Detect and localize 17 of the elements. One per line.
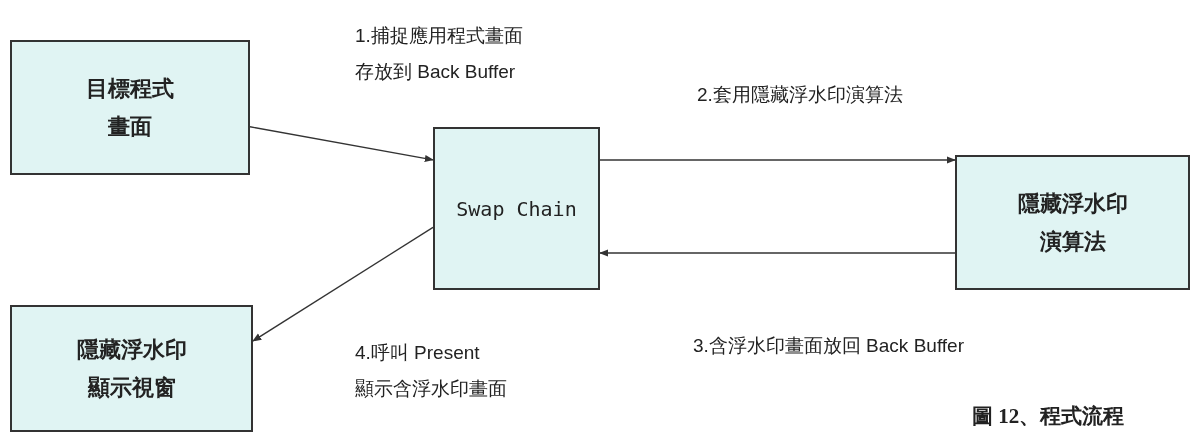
arrow [599,249,956,257]
caption: 圖 12、程式流程 [972,403,1125,430]
arrow [599,156,956,164]
edge-label: 2.套用隱藏浮水印演算法 [697,83,904,107]
edge-label: 1.捕捉應用程式畫面存放到 Back Buffer [355,24,524,85]
node-label: 目標程式畫面 [85,75,175,141]
edge-label: 3.含浮水印畫面放回 Back Buffer [693,334,965,358]
edge-label: 4.呼叫 Present 顯示含浮水印畫面 [355,341,508,402]
arrow [252,226,434,342]
process-box [433,127,600,290]
node-label: Swap Chain [456,195,577,223]
process-box [10,40,250,175]
process-box [10,305,253,432]
process-box [955,155,1190,290]
arrow [249,126,434,163]
node-label: 隱藏浮水印演算法 [1016,190,1129,256]
node-label: 隱藏浮水印顯示視窗 [75,336,188,402]
